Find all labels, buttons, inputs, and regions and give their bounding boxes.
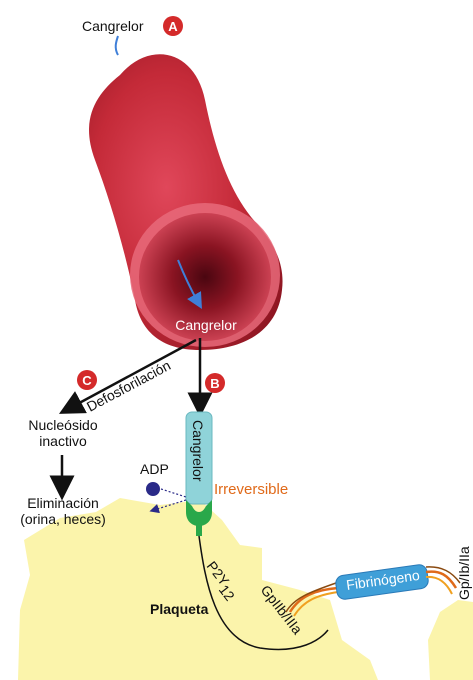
- cangrelor-inner-label: Cangrelor: [175, 317, 237, 333]
- svg-text:B: B: [210, 376, 219, 391]
- gpib-label: Gp/Ib/IIa: [456, 546, 472, 600]
- adp-dot: [146, 482, 160, 496]
- svg-text:A: A: [168, 19, 178, 34]
- badge-b: B: [205, 373, 225, 393]
- badge-c: C: [77, 370, 97, 390]
- nucleosido-label-line1: Nucleósido: [28, 417, 97, 433]
- badge-a: A: [163, 16, 183, 36]
- cangrelor-receptor-label: Cangrelor: [190, 420, 206, 482]
- cangrelor-entry-line: [116, 36, 118, 55]
- svg-text:C: C: [82, 373, 92, 388]
- cangrelor-top-label: Cangrelor: [82, 18, 144, 34]
- irreversible-label: Irreversible: [214, 481, 288, 498]
- p2y12-receptor-stem: [196, 524, 202, 536]
- adp-dotted-line-1: [161, 489, 186, 497]
- platelet-shape-right: [428, 600, 473, 680]
- adp-label: ADP: [140, 461, 169, 477]
- fibrinogen-right-arms: [426, 567, 460, 594]
- nucleosido-label-line2: inactivo: [39, 433, 87, 449]
- defosforilacion-label: Defosforilación: [84, 357, 173, 415]
- plaqueta-label: Plaqueta: [150, 601, 209, 617]
- eliminacion-label-line1: Eliminación: [27, 495, 99, 511]
- eliminacion-label-line2: (orina, heces): [20, 511, 106, 527]
